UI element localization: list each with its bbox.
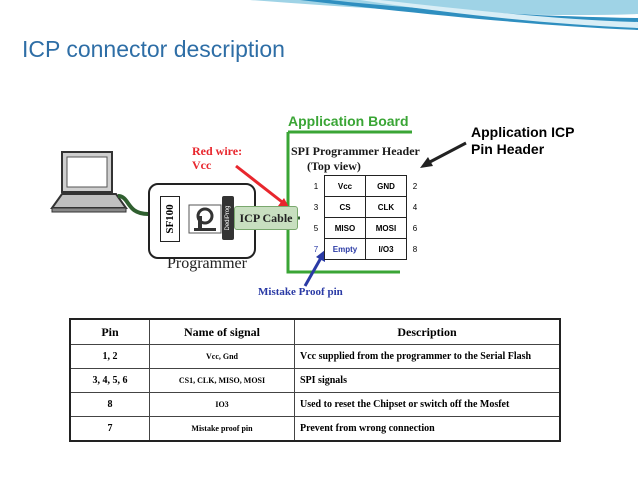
pin-cell: 3, 4, 5, 6: [69, 368, 150, 393]
signal-description-table: Pin Name of signal Description 1, 2 Vcc,…: [69, 318, 561, 442]
app-icp-line1: Application ICP: [471, 124, 575, 140]
icp-cable-label: ICP Cable: [234, 206, 298, 230]
pin-signal: MISO: [324, 217, 366, 239]
pin-signal: CS: [324, 196, 366, 218]
table-row: 1, 2 Vcc, Gnd Vcc supplied from the prog…: [69, 344, 561, 369]
column-header: Description: [294, 318, 561, 345]
pin-cell: 1, 2: [69, 344, 150, 369]
laptop-icon: [50, 151, 128, 213]
mistake-proof-label: Mistake Proof pin: [258, 286, 343, 298]
description-cell: Prevent from wrong connection: [294, 416, 561, 442]
pin-row: 5 MISO MOSI 6: [308, 217, 423, 239]
pin-signal: MOSI: [365, 217, 407, 239]
table-row: 3, 4, 5, 6 CS1, CLK, MISO, MOSI SPI sign…: [69, 368, 561, 393]
pin-number: 3: [313, 202, 319, 212]
pin-cell: 8: [69, 392, 150, 417]
red-wire-label: Red wire: Vcc: [192, 144, 242, 172]
column-header: Name of signal: [149, 318, 295, 345]
spi-header-line2: (Top view): [307, 159, 361, 173]
programmer-label: Programmer: [167, 255, 247, 272]
dediprog-brand-box: DediProg: [222, 196, 234, 240]
red-wire-line1: Red wire:: [192, 144, 243, 158]
signal-cell: CS1, CLK, MISO, MOSI: [149, 368, 295, 393]
sf100-label-box: SF100: [160, 196, 180, 242]
description-cell: Vcc supplied from the programmer to the …: [294, 344, 561, 369]
pin-number: 7: [313, 244, 319, 254]
pin-signal: Vcc: [324, 175, 366, 197]
column-header: Pin: [69, 318, 150, 345]
table-row: 7 Mistake proof pin Prevent from wrong c…: [69, 416, 561, 442]
dediprog-brand: DediProg: [225, 205, 231, 231]
pin-number: 4: [412, 202, 418, 212]
pin-cell: 7: [69, 416, 150, 442]
pin-number: 6: [412, 223, 418, 233]
signal-cell: Mistake proof pin: [149, 416, 295, 442]
pin-signal: CLK: [365, 196, 407, 218]
application-board-label: Application Board: [288, 113, 409, 129]
dediprog-logo-icon: [188, 204, 222, 234]
pin-number: 8: [412, 244, 418, 254]
table-header-row: Pin Name of signal Description: [69, 318, 561, 345]
table-row: 8 IO3 Used to reset the Chipset or switc…: [69, 392, 561, 417]
pin-signal: I/O3: [365, 238, 407, 260]
pin-row: 7 Empty I/O3 8: [308, 238, 423, 260]
pin-signal: GND: [365, 175, 407, 197]
header-swoosh: [250, 0, 638, 30]
spi-header-label: SPI Programmer Header (Top view): [291, 144, 420, 174]
pin-row: 3 CS CLK 4: [308, 196, 423, 218]
app-icp-line2: Pin Header: [471, 141, 545, 157]
description-cell: Used to reset the Chipset or switch off …: [294, 392, 561, 417]
pin-number: 5: [313, 223, 319, 233]
description-cell: SPI signals: [294, 368, 561, 393]
pin-header-table: 1 Vcc GND 2 3 CS CLK 4 5 MISO MOSI 6 7 E…: [308, 175, 423, 260]
pin-number: 2: [412, 181, 418, 191]
application-icp-label: Application ICP Pin Header: [471, 124, 574, 158]
slide-title: ICP connector description: [22, 36, 285, 62]
pin-signal: Empty: [324, 238, 366, 260]
pin-row: 1 Vcc GND 2: [308, 175, 423, 197]
pin-number: 1: [313, 181, 319, 191]
spi-header-line1: SPI Programmer Header: [291, 144, 420, 158]
red-wire-line2: Vcc: [192, 158, 212, 172]
signal-cell: IO3: [149, 392, 295, 417]
sf100-label: SF100: [164, 204, 176, 234]
signal-cell: Vcc, Gnd: [149, 344, 295, 369]
